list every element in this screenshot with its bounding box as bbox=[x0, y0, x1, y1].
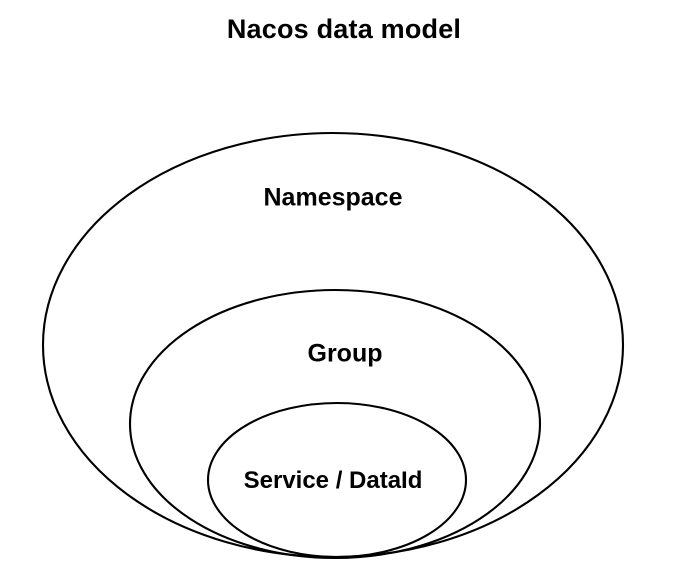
ellipse-service-dataid bbox=[206, 401, 468, 559]
ring-label-service-dataid: Service / DataId bbox=[243, 467, 423, 494]
page-title: Nacos data model bbox=[226, 14, 462, 44]
ring-label-namespace: Namespace bbox=[263, 183, 403, 212]
ring-label-group: Group bbox=[307, 339, 383, 368]
